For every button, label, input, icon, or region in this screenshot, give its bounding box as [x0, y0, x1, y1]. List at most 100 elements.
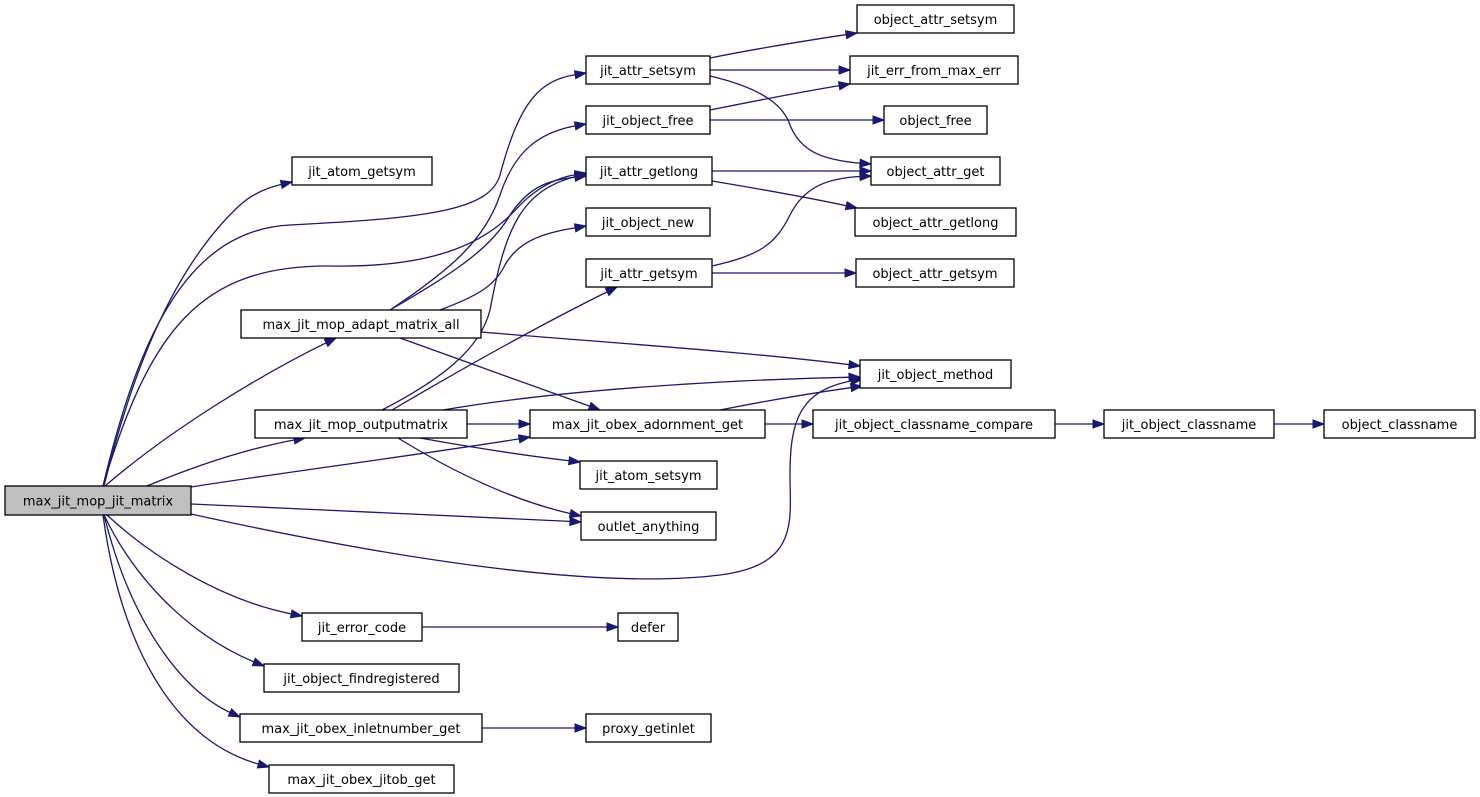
node-box: [859, 359, 1012, 389]
arrowhead-icon: [227, 707, 242, 718]
edge-line: [709, 75, 863, 164]
edge-line: [190, 437, 522, 488]
edge-jit_attr_getlong-to-object_attr_getlong: [711, 180, 859, 211]
edge-line: [104, 341, 329, 487]
node-box: [301, 612, 423, 642]
edge-line: [190, 379, 854, 580]
node-max_jit_mop_adapt_matrix_all[interactable]: max_jit_mop_adapt_matrix_all: [240, 309, 482, 339]
edge-line: [711, 175, 863, 267]
arrowhead-icon: [568, 508, 583, 519]
edge-line: [419, 437, 572, 462]
node-jit_attr_setsym[interactable]: jit_attr_setsym: [585, 55, 711, 85]
edge-max_jit_mop_jit_matrix-to-jit_atom_getsym: [103, 179, 294, 487]
node-jit_object_classname[interactable]: jit_object_classname: [1103, 409, 1275, 439]
node-box: [254, 409, 468, 439]
edge-jit_object_classname_compare-to-jit_object_classname: [1055, 419, 1106, 429]
edge-max_jit_mop_jit_matrix-to-jit_error_code: [106, 514, 304, 619]
arrowhead-icon: [859, 158, 873, 168]
node-label: object_attr_getsym: [872, 267, 997, 282]
arrowhead-icon: [251, 657, 266, 667]
node-jit_atom_setsym[interactable]: jit_atom_setsym: [579, 460, 718, 490]
arrowhead-icon: [569, 516, 583, 527]
node-label: jit_err_from_max_err: [866, 64, 1001, 79]
edge-line: [709, 84, 842, 111]
edge-line: [102, 514, 261, 766]
node-box: [240, 309, 482, 339]
node-box: [585, 105, 711, 135]
edge-line: [103, 514, 256, 664]
arrowhead-icon: [573, 172, 588, 182]
edge-jit_object_classname-to-object_classname: [1274, 419, 1326, 429]
node-object_classname[interactable]: object_classname: [1323, 409, 1476, 439]
edge-line: [719, 386, 854, 411]
edge-line: [709, 33, 849, 59]
arrowhead-icon: [587, 401, 602, 411]
node-jit_object_free[interactable]: jit_object_free: [585, 105, 711, 135]
node-jit_object_new[interactable]: jit_object_new: [585, 207, 711, 237]
node-box: [812, 409, 1056, 439]
node-jit_err_from_max_err[interactable]: jit_err_from_max_err: [849, 55, 1019, 85]
edge-max_jit_mop_outputmatrix-to-jit_object_method: [442, 372, 862, 411]
node-jit_attr_getlong[interactable]: jit_attr_getlong: [585, 156, 713, 186]
node-label: jit_object_free: [601, 114, 693, 129]
node-label: proxy_getinlet: [602, 722, 695, 737]
node-label: jit_attr_setsym: [599, 64, 696, 79]
arrowhead-icon: [279, 179, 294, 190]
node-label: max_jit_obex_jitob_get: [287, 773, 435, 788]
arrowhead-icon: [518, 419, 532, 429]
node-max_jit_mop_jit_matrix[interactable]: max_jit_mop_jit_matrix: [4, 485, 192, 516]
node-box: [585, 207, 711, 237]
node-box: [585, 258, 713, 288]
node-box: [585, 55, 711, 85]
node-jit_attr_getsym[interactable]: jit_attr_getsym: [585, 258, 713, 288]
edge-line: [102, 173, 578, 487]
edge-line: [103, 183, 284, 487]
node-label: jit_attr_getsym: [599, 267, 697, 282]
arrowhead-icon: [844, 268, 858, 278]
node-max_jit_mop_outputmatrix[interactable]: max_jit_mop_outputmatrix: [254, 409, 468, 439]
node-label: jit_atom_getsym: [307, 165, 415, 180]
edge-max_jit_mop_jit_matrix-to-max_jit_obex_inletnumber_get: [103, 514, 242, 718]
node-object_attr_get[interactable]: object_attr_get: [870, 156, 1001, 186]
node-object_attr_getsym[interactable]: object_attr_getsym: [855, 258, 1015, 288]
edge-max_jit_obex_adornment_get-to-jit_object_method: [719, 382, 864, 411]
edge-line: [381, 175, 578, 411]
edge-line: [389, 176, 578, 311]
node-jit_object_method[interactable]: jit_object_method: [859, 359, 1012, 389]
edge-line: [397, 437, 573, 515]
node-max_jit_obex_inletnumber_get[interactable]: max_jit_obex_inletnumber_get: [239, 713, 483, 743]
edge-line: [102, 73, 578, 487]
arrowhead-icon: [801, 419, 815, 429]
edge-max_jit_mop_outputmatrix-to-outlet_anything: [397, 437, 583, 519]
node-jit_object_classname_compare[interactable]: jit_object_classname_compare: [812, 409, 1056, 439]
node-box: [849, 55, 1019, 85]
node-jit_error_code[interactable]: jit_error_code: [301, 612, 423, 642]
node-defer[interactable]: defer: [617, 612, 679, 642]
arrowhead-icon: [568, 456, 582, 466]
node-label: jit_object_classname: [1121, 418, 1257, 433]
node-proxy_getinlet[interactable]: proxy_getinlet: [585, 713, 712, 743]
node-box: [1103, 409, 1275, 439]
arrowhead-icon: [573, 223, 588, 233]
arrowhead-icon: [606, 622, 620, 632]
call-graph-nodes: max_jit_mop_jit_matrixjit_atom_getsymjit…: [4, 4, 1476, 794]
arrowhead-icon: [604, 286, 619, 297]
edge-line: [399, 337, 592, 408]
node-label: jit_attr_getlong: [599, 165, 698, 180]
edge-max_jit_mop_jit_matrix-to-jit_object_method: [190, 376, 864, 580]
node-label: defer: [631, 621, 666, 636]
node-object_attr_setsym[interactable]: object_attr_setsym: [856, 4, 1015, 34]
node-label: object_free: [899, 114, 971, 129]
node-object_attr_getlong[interactable]: object_attr_getlong: [854, 207, 1017, 237]
node-max_jit_obex_jitob_get[interactable]: max_jit_obex_jitob_get: [268, 764, 455, 794]
edge-max_jit_mop_adapt_matrix_all-to-jit_object_free: [389, 121, 588, 311]
node-label: max_jit_mop_outputmatrix: [274, 418, 449, 433]
node-box: [617, 612, 679, 642]
arrowhead-icon: [256, 759, 271, 769]
node-outlet_anything[interactable]: outlet_anything: [580, 511, 717, 541]
node-label: max_jit_obex_adornment_get: [552, 418, 743, 433]
node-object_free[interactable]: object_free: [883, 105, 988, 135]
node-jit_object_findregistered[interactable]: jit_object_findregistered: [263, 663, 460, 693]
node-max_jit_obex_adornment_get[interactable]: max_jit_obex_adornment_get: [529, 409, 766, 439]
node-jit_atom_getsym[interactable]: jit_atom_getsym: [291, 156, 433, 186]
